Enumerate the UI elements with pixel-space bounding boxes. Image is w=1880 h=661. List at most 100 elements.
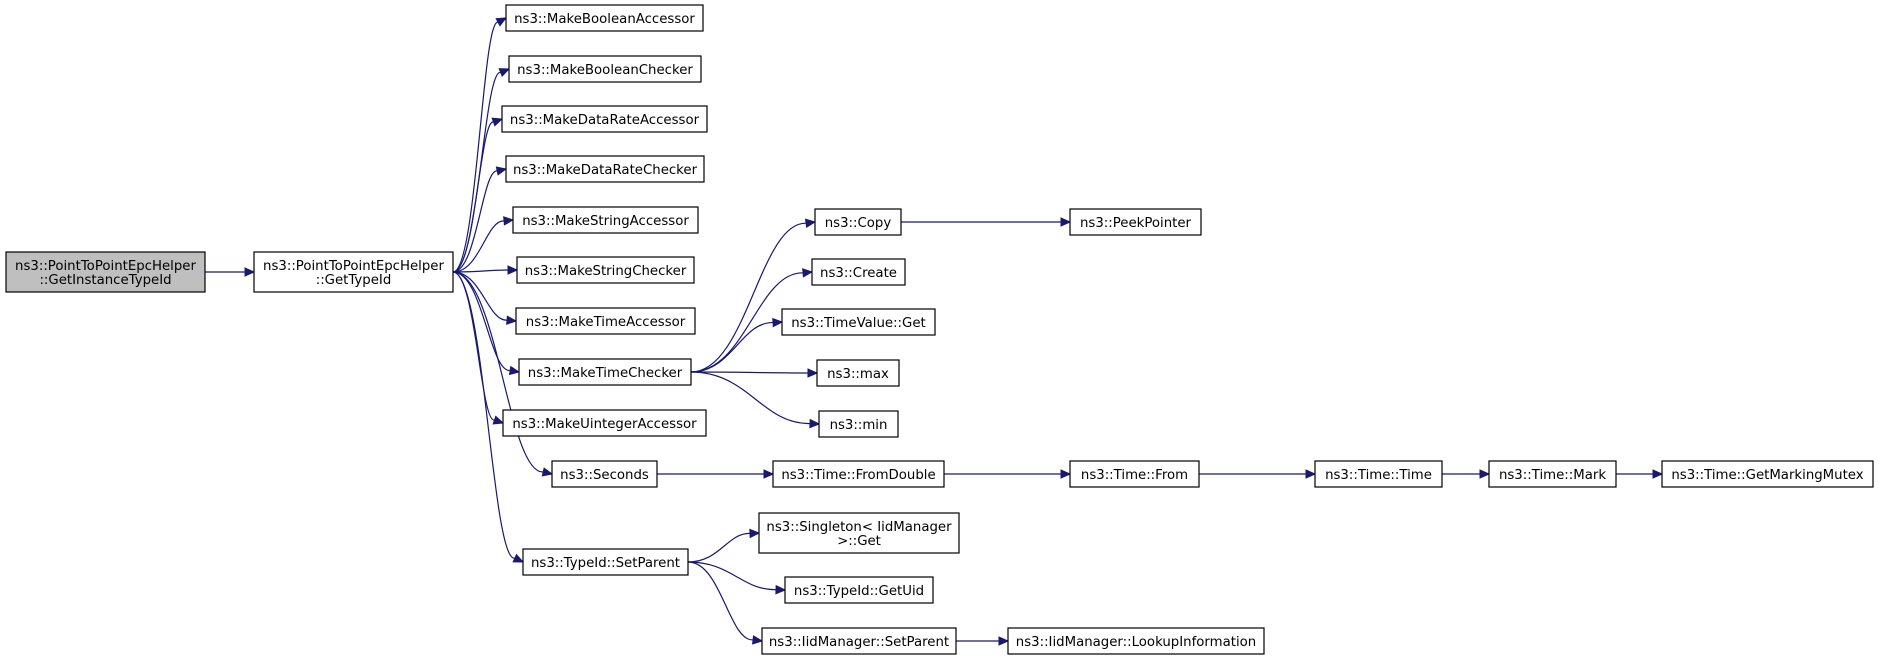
node-n22-label-0: ns3::Time::Time: [1325, 468, 1432, 483]
node-n18[interactable]: ns3::max: [816, 359, 900, 387]
node-n21[interactable]: ns3::Time::From: [1069, 460, 1200, 488]
node-n19[interactable]: ns3::min: [818, 410, 899, 438]
node-n6[interactable]: ns3::MakeDataRateChecker: [505, 155, 705, 183]
arrowhead-n23-to-n24: [1652, 469, 1664, 479]
node-n14-label-0: ns3::Copy: [825, 216, 892, 231]
node-n14[interactable]: ns3::Copy: [814, 208, 902, 236]
node-n24[interactable]: ns3::Time::GetMarkingMutex: [1661, 460, 1874, 488]
node-n10-box: [518, 358, 692, 386]
arrowhead-n21-to-n22: [1305, 469, 1317, 479]
node-n28[interactable]: ns3::IidManager::LookupInformation: [1007, 627, 1265, 655]
node-n12-box: [551, 460, 658, 488]
node-n23[interactable]: ns3::Time::Mark: [1488, 460, 1617, 488]
arrowhead-n2-to-n10: [508, 365, 521, 376]
node-n27[interactable]: ns3::IidManager::SetParent: [761, 627, 957, 655]
arrowhead-n10-to-n19: [809, 418, 821, 429]
node-n21-box: [1069, 460, 1200, 488]
nodes-layer: ns3::PointToPointEpcHelper::GetInstanceT…: [5, 4, 1874, 655]
node-n1-box: [5, 251, 206, 293]
node-n15[interactable]: ns3::PeekPointer: [1069, 208, 1202, 236]
node-n3[interactable]: ns3::MakeBooleanAccessor: [505, 4, 704, 32]
node-n7[interactable]: ns3::MakeStringAccessor: [512, 206, 699, 234]
node-n20[interactable]: ns3::Time::FromDouble: [772, 460, 945, 488]
arrowhead-n2-to-n4: [498, 68, 511, 77]
node-n12-label-0: ns3::Seconds: [560, 468, 649, 483]
arrowhead-n10-to-n14: [804, 218, 817, 228]
node-n16-label-0: ns3::Create: [820, 266, 897, 281]
edge-n2-to-n10: [452, 271, 511, 372]
edges-layer: [205, 17, 1664, 646]
arrowhead-n10-to-n18: [807, 368, 819, 378]
arrowhead-n20-to-n21: [1060, 469, 1072, 479]
edge-n2-to-n9: [452, 271, 508, 321]
node-n19-box: [818, 410, 899, 438]
node-n4-box: [508, 55, 702, 83]
node-n2-label-1: ::GetTypeId: [316, 273, 392, 288]
node-n28-label-0: ns3::IidManager::LookupInformation: [1016, 635, 1256, 650]
arrowhead-n2-to-n6: [495, 166, 508, 176]
edge-n2-to-n11: [452, 271, 496, 421]
arrowhead-n1-to-n2: [244, 267, 256, 277]
node-n25-label-0: ns3::Singleton< IidManager: [766, 520, 952, 535]
node-n8[interactable]: ns3::MakeStringChecker: [516, 256, 695, 284]
arrowhead-n13-to-n27: [752, 635, 764, 645]
node-n6-label-0: ns3::MakeDataRateChecker: [513, 163, 698, 178]
node-n25-label-1: >::Get: [837, 534, 881, 549]
node-n4[interactable]: ns3::MakeBooleanChecker: [508, 55, 702, 83]
node-n15-box: [1069, 208, 1202, 236]
node-n9-label-0: ns3::MakeTimeAccessor: [526, 315, 686, 330]
node-n19-label-0: ns3::min: [830, 418, 888, 433]
node-n5[interactable]: ns3::MakeDataRateAccessor: [501, 105, 708, 133]
node-n26-box: [784, 576, 934, 604]
node-n16[interactable]: ns3::Create: [811, 258, 906, 286]
node-n13-box: [522, 548, 689, 576]
node-n2[interactable]: ns3::PointToPointEpcHelper::GetTypeId: [253, 251, 454, 293]
edge-n2-to-n8: [452, 269, 509, 273]
arrowhead-n2-to-n11: [492, 415, 505, 425]
node-n14-box: [814, 208, 902, 236]
node-n3-label-0: ns3::MakeBooleanAccessor: [514, 12, 695, 27]
node-n17-label-0: ns3::TimeValue::Get: [791, 316, 926, 331]
node-n18-label-0: ns3::max: [827, 367, 889, 382]
node-n7-label-0: ns3::MakeStringAccessor: [522, 214, 689, 229]
node-n2-box: [253, 251, 454, 293]
edge-n2-to-n6: [452, 170, 498, 273]
node-n5-label-0: ns3::MakeDataRateAccessor: [510, 113, 700, 128]
node-n20-box: [772, 460, 945, 488]
node-n26[interactable]: ns3::TypeId::GetUid: [784, 576, 934, 604]
node-n22-box: [1314, 460, 1443, 488]
node-n13-label-0: ns3::TypeId::SetParent: [531, 556, 680, 571]
node-n1-label-1: ::GetInstanceTypeId: [39, 273, 171, 288]
node-n1[interactable]: ns3::PointToPointEpcHelper::GetInstanceT…: [5, 251, 206, 293]
node-n23-box: [1488, 460, 1617, 488]
arrowhead-n2-to-n7: [503, 216, 515, 226]
node-n16-box: [811, 258, 906, 286]
node-n18-box: [816, 359, 900, 387]
edge-n2-to-n13: [452, 271, 516, 559]
node-n21-label-0: ns3::Time::From: [1081, 468, 1188, 483]
node-n17[interactable]: ns3::TimeValue::Get: [781, 308, 936, 336]
node-n23-label-0: ns3::Time::Mark: [1499, 468, 1606, 483]
node-n6-box: [505, 155, 705, 183]
edge-n10-to-n17: [690, 321, 774, 373]
node-n1-label-0: ns3::PointToPointEpcHelper: [15, 259, 196, 274]
arrowhead-n22-to-n23: [1479, 469, 1491, 479]
node-n13[interactable]: ns3::TypeId::SetParent: [522, 548, 689, 576]
edge-n10-to-n19: [690, 371, 811, 425]
arrowhead-n13-to-n26: [775, 584, 787, 595]
node-n11[interactable]: ns3::MakeUintegerAccessor: [502, 409, 707, 437]
edge-n2-to-n3: [452, 21, 499, 273]
node-n25[interactable]: ns3::Singleton< IidManager>::Get: [758, 512, 960, 554]
node-n27-box: [761, 627, 957, 655]
node-n28-box: [1007, 627, 1265, 655]
node-n12[interactable]: ns3::Seconds: [551, 460, 658, 488]
node-n9[interactable]: ns3::MakeTimeAccessor: [515, 307, 696, 335]
node-n11-box: [502, 409, 707, 437]
arrowhead-n13-to-n25: [749, 528, 761, 539]
node-n22[interactable]: ns3::Time::Time: [1314, 460, 1443, 488]
node-n10[interactable]: ns3::MakeTimeChecker: [518, 358, 692, 386]
node-n27-label-0: ns3::IidManager::SetParent: [769, 635, 949, 650]
edge-n10-to-n14: [690, 222, 807, 373]
edge-n10-to-n18: [690, 371, 809, 374]
arrowhead-n10-to-n16: [802, 268, 814, 278]
